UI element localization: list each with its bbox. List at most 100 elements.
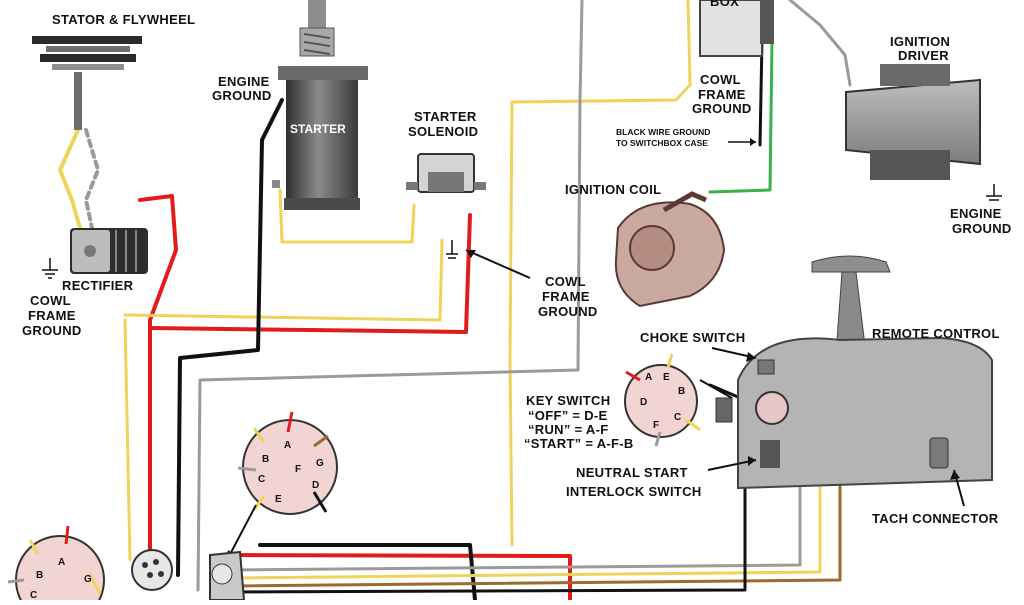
wire-yellow-down	[508, 358, 514, 547]
key-corner-lead-red	[64, 525, 70, 545]
harness-plug-dash-socket	[211, 563, 233, 585]
key-remote-lead-yellow	[666, 353, 674, 369]
wire-harness	[58, 0, 937, 602]
pin-dash-c: C	[258, 474, 265, 485]
label-cowl-top-3: GROUND	[692, 101, 752, 116]
wire-starter-yellow	[278, 188, 416, 244]
remote-control: REMOTE CONTROL CHOKE SWITCH TACH CONNECT…	[640, 255, 1000, 526]
starter-base	[284, 198, 360, 210]
wire-rectifier-yellow	[123, 318, 132, 562]
solenoid-terminal-left	[406, 182, 418, 190]
wire-green	[708, 38, 774, 194]
wire-rectifier-red	[138, 194, 178, 562]
ignition-coil-lead	[662, 191, 707, 213]
wire-engine-ground-black	[176, 98, 284, 577]
key-corner-lead-gray	[7, 578, 25, 584]
label-starter: STARTER	[290, 122, 346, 136]
arrow-cowl-mid-head	[466, 250, 476, 258]
stator-disc	[40, 54, 136, 62]
tach-connector	[929, 437, 949, 469]
wire-stator-gray	[84, 128, 100, 230]
pin-remote-d: D	[640, 397, 647, 408]
label-stator-flywheel: STATOR & FLYWHEEL	[52, 12, 195, 27]
pin-remote-a: A	[645, 372, 652, 383]
key-dash-lead-red	[286, 411, 294, 433]
switchbox: BOX COWL FRAME GROUND BLACK WIRE GROUND …	[616, 0, 774, 148]
ignition-coil-cap	[629, 225, 675, 271]
key-switch-remote-plug	[715, 397, 733, 423]
starter-spring-coils	[303, 33, 331, 55]
key-remote-lead-yellow-2	[685, 418, 701, 432]
ignition-coil: IGNITION COIL	[565, 182, 726, 308]
label-key-start: “START” = A-F-B	[524, 436, 634, 451]
starter-cap	[278, 66, 368, 80]
throttle-handle	[811, 255, 891, 273]
ignition-driver: IGNITION DRIVER ENGINE GROUND	[845, 34, 1012, 236]
ignition-driver-base	[870, 150, 950, 180]
harness-plug-engine	[131, 549, 173, 591]
key-switch-dash: A B F G C E D	[225, 411, 338, 563]
label-choke-switch: CHOKE SWITCH	[640, 330, 745, 345]
ignition-driver-top	[880, 64, 950, 86]
label-cowl-left-3: GROUND	[22, 323, 82, 338]
label-cowl-top-1: COWL	[700, 72, 741, 87]
label-remote-control: REMOTE CONTROL	[872, 326, 1000, 341]
starter-body	[286, 80, 358, 208]
pin-remote-e: E	[663, 372, 670, 383]
plug-pin-2	[153, 559, 159, 565]
key-switch-remote: A E B D F C KEY SWITCH “OFF” = D-E “RUN”…	[524, 353, 757, 499]
solenoid-terminal-right	[474, 182, 486, 190]
key-remote-lead-red	[625, 370, 641, 382]
wire-main-red	[148, 213, 472, 334]
ground-symbol-rectifier	[42, 258, 58, 279]
label-ignition-driver-1: IGNITION	[890, 34, 950, 49]
pin-corner-a: A	[58, 557, 65, 568]
wire-stator-yellow	[58, 128, 82, 230]
arrow-key-switch	[699, 379, 733, 399]
key-dash-lead-gray	[237, 466, 257, 472]
flywheel-disc	[32, 36, 142, 44]
stator-plate	[52, 64, 124, 70]
wire-bottom-black	[258, 543, 477, 602]
pin-corner-c: C	[30, 590, 37, 600]
wire-gray-main	[196, 0, 584, 592]
plug-pin-3	[147, 572, 153, 578]
label-cowl-mid-1: COWL	[545, 274, 586, 289]
label-black-wire-2: TO SWITCHBOX CASE	[616, 138, 708, 148]
label-cowl-mid-2: FRAME	[542, 289, 590, 304]
plug-pin-4	[158, 571, 164, 577]
key-switch-remote-face	[624, 364, 698, 438]
rectifier-bolt	[84, 245, 96, 257]
label-engine-ground-right-2: GROUND	[952, 221, 1012, 236]
label-engine-ground-left-1: ENGINE	[218, 74, 270, 89]
ground-symbol-driver	[986, 184, 1002, 201]
switchbox-terminal	[760, 0, 774, 44]
pin-dash-e: E	[275, 494, 282, 505]
remote-key-plug	[755, 391, 789, 425]
pin-dash-d: D	[312, 480, 319, 491]
label-neutral-start-2: INTERLOCK SWITCH	[566, 484, 702, 499]
key-corner-lead-yellow	[28, 539, 40, 555]
starter-terminal	[272, 180, 280, 188]
key-switch-corner: A B G C	[7, 525, 105, 605]
label-black-wire-1: BLACK WIRE GROUND	[616, 127, 710, 137]
label-cowl-mid-3: GROUND	[538, 304, 598, 319]
remote-control-housing	[737, 336, 993, 490]
starter-solenoid: STARTER SOLENOID COWL FRAME GROUND	[406, 109, 598, 319]
pin-dash-g: G	[316, 458, 324, 469]
label-key-run: “RUN” = A-F	[528, 422, 608, 437]
key-dash-lead-black	[312, 491, 328, 513]
key-dash-lead-yellow	[252, 427, 266, 443]
label-engine-ground-right-1: ENGINE	[950, 206, 1002, 221]
neutral-start-switch	[760, 440, 780, 468]
starter-motor: STARTER ENGINE GROUND	[212, 0, 368, 210]
label-key-off: “OFF” = D-E	[528, 408, 608, 423]
key-corner-lead-yellow-2	[88, 573, 102, 595]
label-cowl-left-1: COWL	[30, 293, 71, 308]
wire-driver-gray	[788, 0, 852, 87]
arrow-black-wire-head	[750, 138, 756, 146]
flywheel-ring	[46, 46, 130, 52]
key-remote-lead-gray	[654, 431, 662, 447]
label-engine-ground-left-2: GROUND	[212, 88, 272, 103]
wire-long-yellow	[123, 238, 444, 322]
